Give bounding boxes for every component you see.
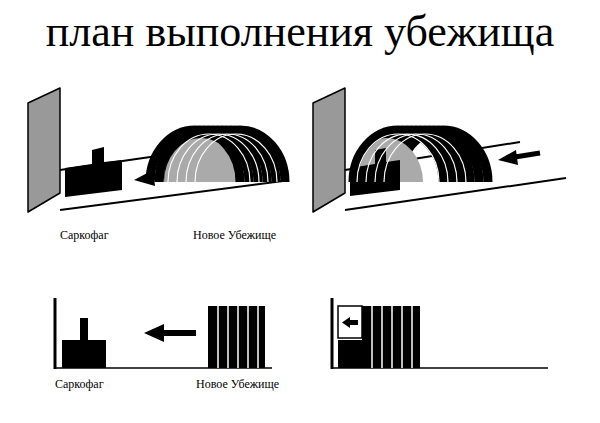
wall: [54, 298, 57, 369]
part-label: Саркофаг: [60, 228, 109, 242]
ring-gap: [384, 134, 466, 182]
ring-gap: [381, 306, 383, 368]
new-shelter: [208, 306, 265, 368]
wall: [28, 88, 60, 212]
ring-gap: [391, 306, 393, 368]
ring-gap: [237, 306, 239, 368]
part-label: Новое Убежище: [196, 377, 279, 391]
ring-gap: [177, 134, 259, 182]
arrowhead: [144, 324, 164, 342]
panel-top-right: [313, 88, 566, 212]
arrowhead: [498, 150, 518, 165]
ring-gap: [217, 306, 219, 368]
sarcophagus: [65, 147, 122, 197]
sarcophagus: [80, 318, 88, 342]
ring-gap: [186, 134, 268, 182]
panel-bottom-right: [332, 298, 548, 369]
arrowhead: [342, 317, 350, 328]
ring-gap: [371, 306, 373, 368]
new-shelter: [362, 306, 420, 368]
part-label: Новое Убежище: [193, 228, 276, 242]
arrow: [162, 330, 196, 336]
ring-gap: [375, 134, 457, 182]
ring-gap: [195, 134, 277, 182]
panel-top-left: [28, 88, 285, 212]
ring-gap: [168, 134, 250, 182]
wall: [313, 88, 345, 212]
panel-bottom-left: [55, 298, 272, 369]
ring-gap: [411, 306, 413, 368]
ring-gap: [357, 134, 439, 182]
ring-gap: [401, 306, 403, 368]
ring-gap: [366, 134, 448, 182]
wall: [331, 298, 334, 369]
ring-gap: [257, 306, 259, 368]
sarcophagus: [62, 340, 106, 368]
new-shelter-front: [338, 306, 362, 338]
arrow: [349, 320, 358, 325]
sarcophagus: [338, 340, 362, 368]
ring-gap: [227, 306, 229, 368]
part-label: Саркофаг: [55, 377, 104, 391]
arrow: [515, 153, 540, 157]
ring-gap: [247, 306, 249, 368]
diagram-title: план выполнения убежища: [0, 8, 600, 56]
